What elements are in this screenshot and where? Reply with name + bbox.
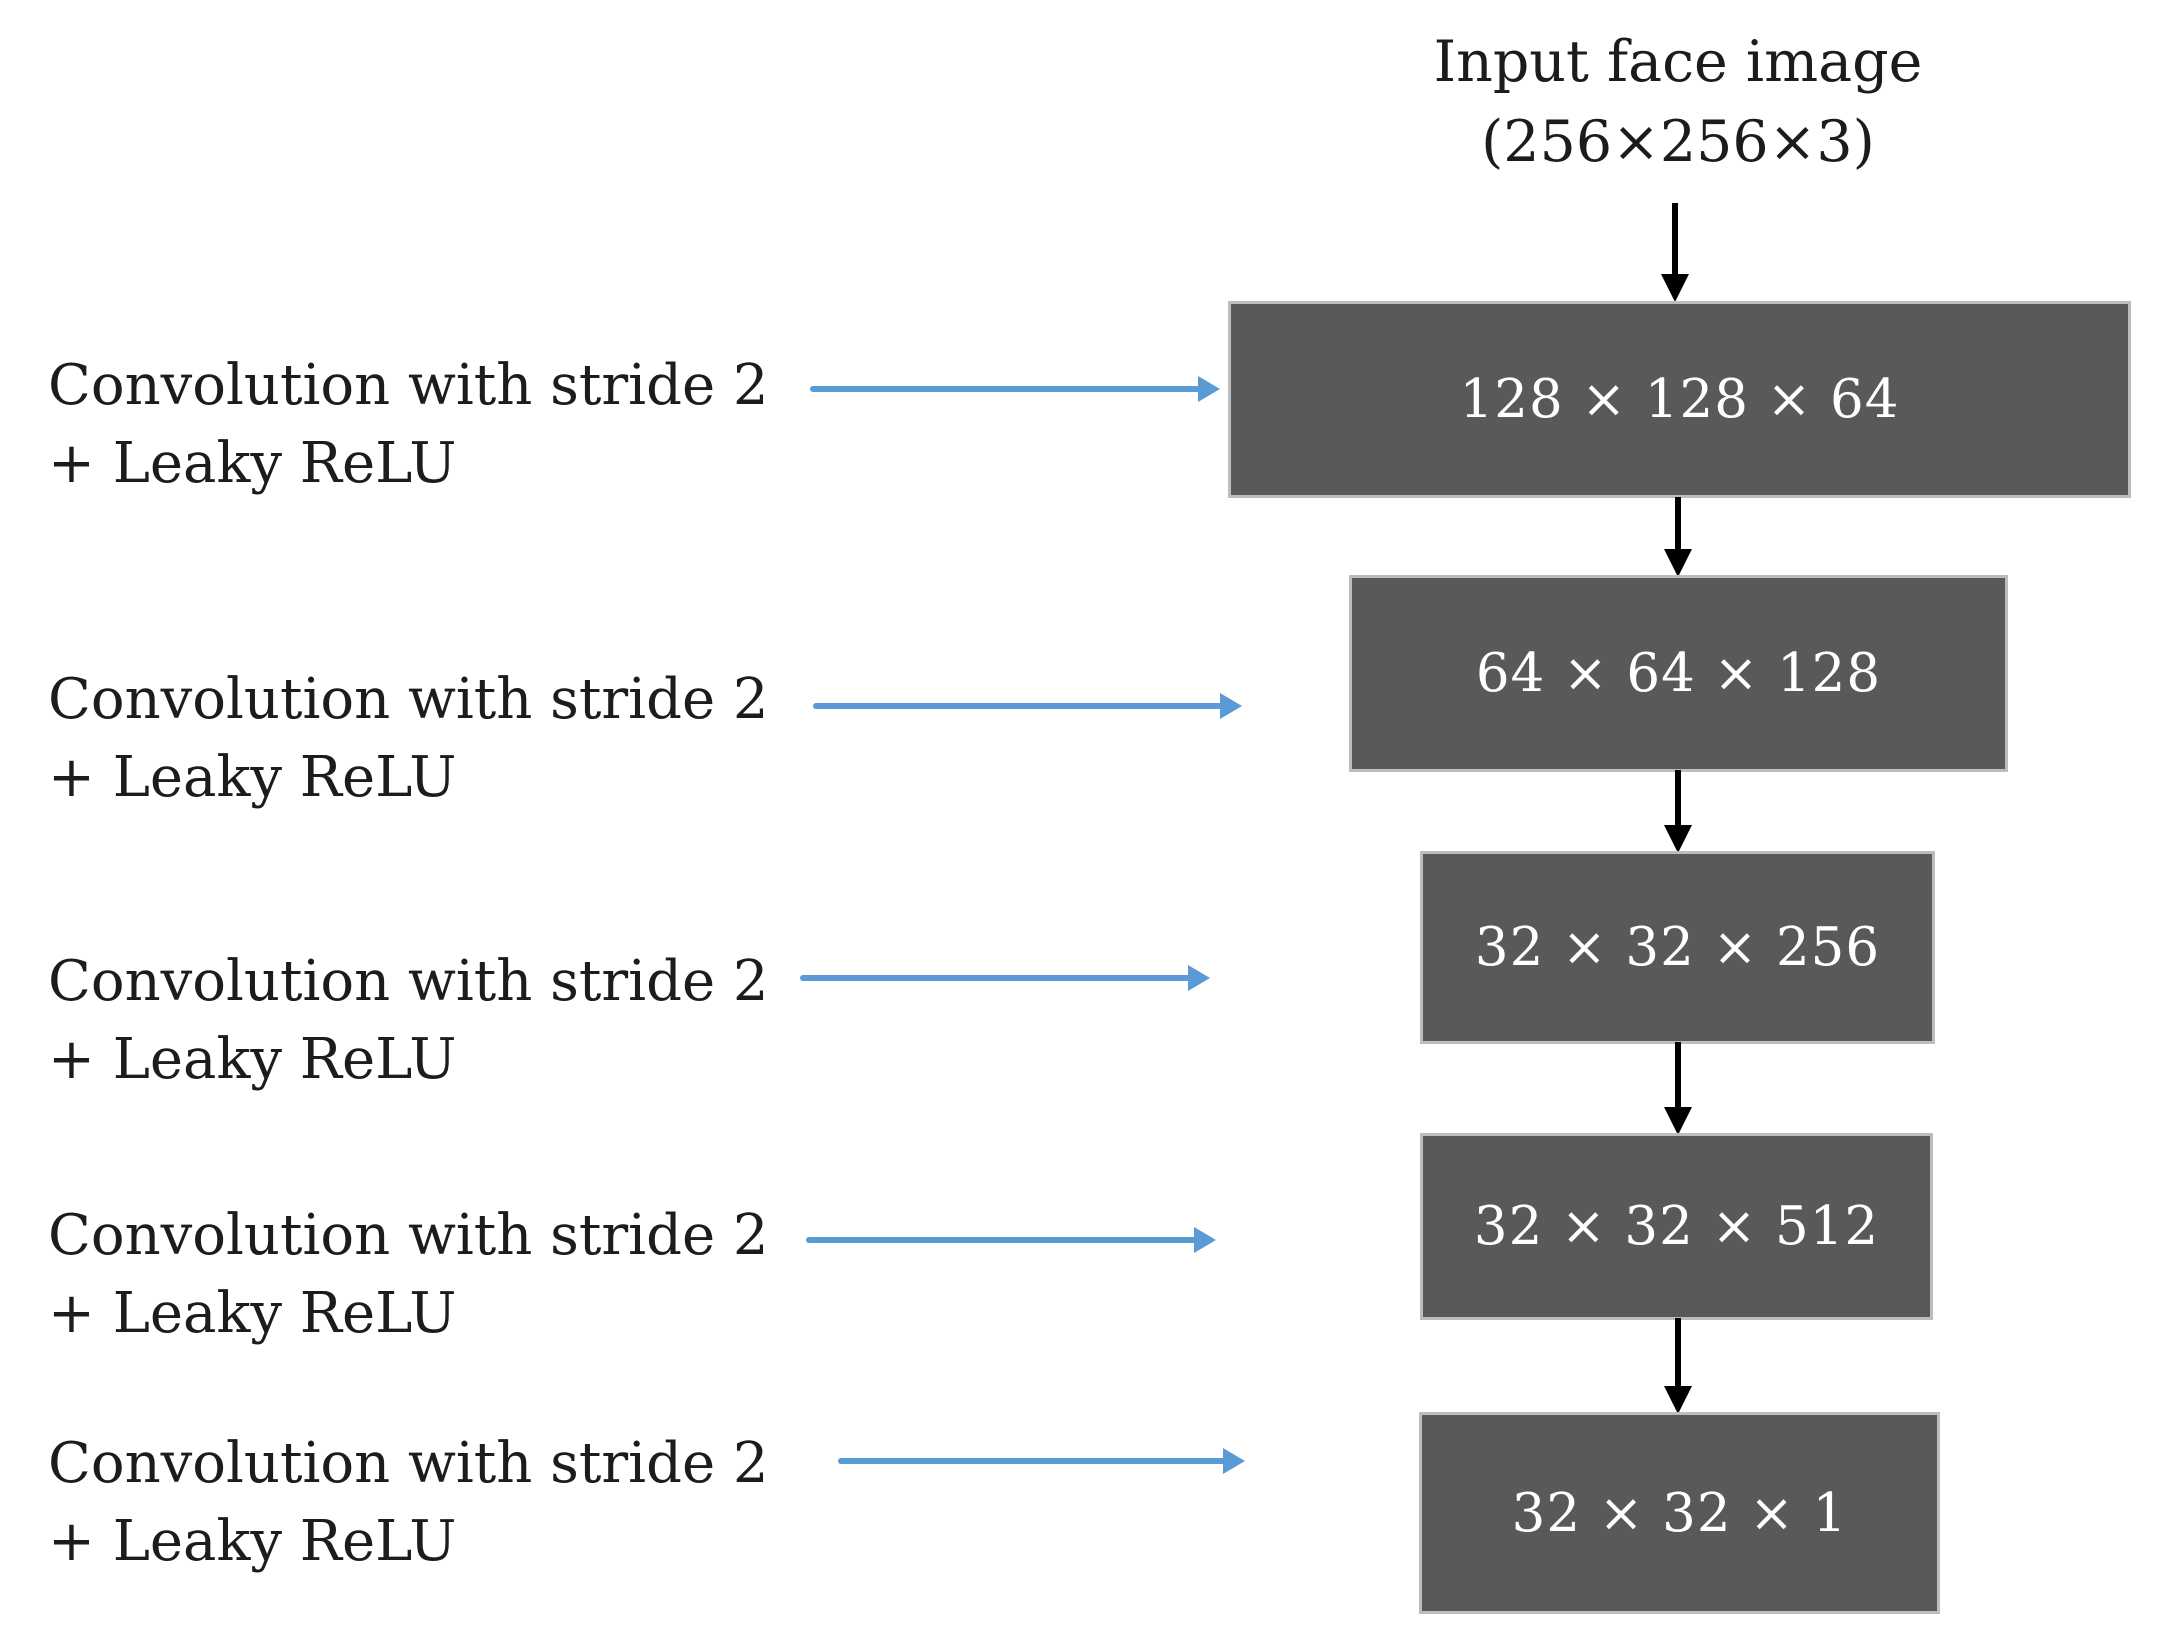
conv-label-3-line2: + Leaky ReLU	[48, 1027, 457, 1092]
conv-label-5-line1: Convolution with stride 2	[48, 1431, 769, 1496]
conv-label-2-line2: + Leaky ReLU	[48, 745, 457, 810]
arrow-shaft	[1675, 497, 1681, 551]
arrow-shaft	[813, 703, 1226, 709]
layer-box-4-label: 32 × 32 × 512	[1473, 1196, 1880, 1257]
conv-label-3: Convolution with stride 2 + Leaky ReLU	[48, 943, 848, 1099]
conv-label-4: Convolution with stride 2 + Leaky ReLU	[48, 1197, 848, 1353]
arrow-head-right-icon	[1220, 693, 1242, 719]
conv-label-1: Convolution with stride 2 + Leaky ReLU	[48, 347, 848, 503]
arrow-head-right-icon	[1198, 376, 1220, 402]
conv-label-1-line1: Convolution with stride 2	[48, 353, 769, 418]
layer-box-5-label: 32 × 32 × 1	[1511, 1482, 1848, 1544]
conv-label-5: Convolution with stride 2 + Leaky ReLU	[48, 1425, 848, 1581]
conv-label-2-line1: Convolution with stride 2	[48, 667, 769, 732]
input-title-line2: (256×256×3)	[1481, 109, 1875, 175]
layer-box-1: 128 × 128 × 64	[1228, 301, 2131, 498]
layer-box-2-label: 64 × 64 × 128	[1475, 643, 1882, 704]
conv-label-3-line1: Convolution with stride 2	[48, 949, 769, 1014]
arrow-shaft	[1675, 1318, 1681, 1388]
arrow-shaft	[1675, 770, 1681, 827]
conv-label-5-line2: + Leaky ReLU	[48, 1509, 457, 1574]
conv-label-2: Convolution with stride 2 + Leaky ReLU	[48, 661, 848, 817]
arrow-shaft	[800, 975, 1194, 981]
conv-label-1-line2: + Leaky ReLU	[48, 431, 457, 496]
arrow-shaft	[810, 386, 1204, 392]
layer-box-5: 32 × 32 × 1	[1419, 1412, 1940, 1614]
input-title: Input face image (256×256×3)	[1328, 22, 2028, 182]
arrow-shaft	[1672, 203, 1678, 276]
arrow-shaft	[1675, 1042, 1681, 1109]
arrow-head-down-icon	[1664, 825, 1692, 853]
input-title-line1: Input face image	[1433, 29, 1923, 95]
arrow-shaft	[838, 1458, 1229, 1464]
layer-box-2: 64 × 64 × 128	[1349, 575, 2008, 772]
arrow-head-down-icon	[1664, 549, 1692, 577]
arrow-shaft	[806, 1237, 1200, 1243]
arrow-head-down-icon	[1661, 274, 1689, 302]
layer-box-3-label: 32 × 32 × 256	[1474, 917, 1881, 978]
layer-box-3: 32 × 32 × 256	[1420, 851, 1935, 1044]
arrow-head-down-icon	[1664, 1386, 1692, 1414]
arrow-head-down-icon	[1664, 1107, 1692, 1135]
arrow-head-right-icon	[1194, 1227, 1216, 1253]
layer-box-1-label: 128 × 128 × 64	[1459, 369, 1900, 430]
conv-label-4-line1: Convolution with stride 2	[48, 1203, 769, 1268]
arrow-head-right-icon	[1188, 965, 1210, 991]
arrow-head-right-icon	[1223, 1448, 1245, 1474]
layer-box-4: 32 × 32 × 512	[1420, 1133, 1933, 1320]
conv-label-4-line2: + Leaky ReLU	[48, 1281, 457, 1346]
